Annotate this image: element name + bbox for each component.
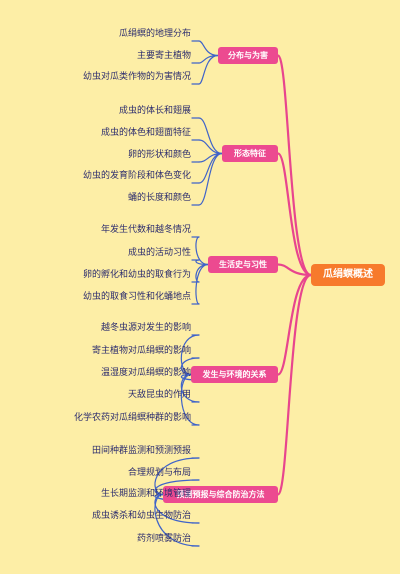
leaf-node[interactable]: 瓜绢螟的地理分布 [118, 29, 191, 39]
leaf-node[interactable]: 寄主植物对瓜绢螟的影响 [91, 346, 191, 356]
branch-link [276, 152, 313, 277]
leaf-link [198, 152, 223, 206]
leaf-node[interactable]: 主要寄主植物 [136, 51, 191, 61]
branch-node-1[interactable]: 分布与为害 [218, 47, 278, 64]
root-node[interactable]: 瓜绢螟概述 [311, 264, 385, 286]
branch-link [276, 263, 313, 277]
leaf-node[interactable]: 天敌昆虫的作用 [127, 390, 191, 400]
leaf-node[interactable]: 年发生代数和越冬情况 [100, 225, 191, 235]
leaf-node[interactable]: 幼虫对瓜类作物的为害情况 [82, 72, 191, 82]
leaf-link [195, 236, 209, 266]
branch-link [276, 273, 313, 376]
leaf-link [180, 334, 200, 376]
leaf-link [180, 373, 200, 426]
leaf-node[interactable]: 药剂喷雾防治 [136, 534, 191, 544]
leaf-link [198, 54, 219, 85]
leaf-node[interactable]: 成虫的活动习性 [127, 248, 191, 258]
leaf-node[interactable]: 成虫诱杀和幼虫生物防治 [91, 511, 191, 521]
leaf-node[interactable]: 卵的孵化和幼虫的取食行为 [82, 270, 191, 280]
leaf-link [154, 457, 200, 496]
branch-node-5[interactable]: 预测预报与综合防治方法 [163, 486, 278, 503]
leaf-node[interactable]: 合理规划与布局 [127, 468, 191, 478]
branch-link [276, 273, 313, 496]
leaf-link [154, 493, 200, 547]
leaf-node[interactable]: 卵的形状和颜色 [127, 150, 191, 160]
leaf-node[interactable]: 幼虫的发育阶段和体色变化 [82, 171, 191, 181]
branch-link [276, 54, 313, 277]
leaf-node[interactable]: 化学农药对瓜绢螟种群的影响 [73, 413, 191, 423]
leaf-link [198, 117, 223, 155]
leaf-link [195, 263, 209, 305]
branch-node-4[interactable]: 发生与环境的关系 [191, 366, 278, 383]
leaf-node[interactable]: 越冬虫源对发生的影响 [100, 323, 191, 333]
leaf-node[interactable]: 成虫的体色和翅面特征 [100, 128, 191, 138]
leaf-link [198, 40, 219, 57]
leaf-node[interactable]: 生长期监测和环境管理 [100, 489, 191, 499]
leaf-node[interactable]: 田间种群监测和预测预报 [91, 446, 191, 456]
leaf-node[interactable]: 幼虫的取食习性和化蛹地点 [82, 292, 191, 302]
branch-node-2[interactable]: 形态特征 [222, 145, 278, 162]
leaf-node[interactable]: 成虫的体长和翅展 [118, 106, 191, 116]
leaf-node[interactable]: 温湿度对瓜绢螟的影响 [100, 368, 191, 378]
leaf-link [198, 152, 223, 184]
branch-node-3[interactable]: 生活史与习性 [208, 256, 278, 273]
leaf-node[interactable]: 蛹的长度和颜色 [127, 193, 191, 203]
